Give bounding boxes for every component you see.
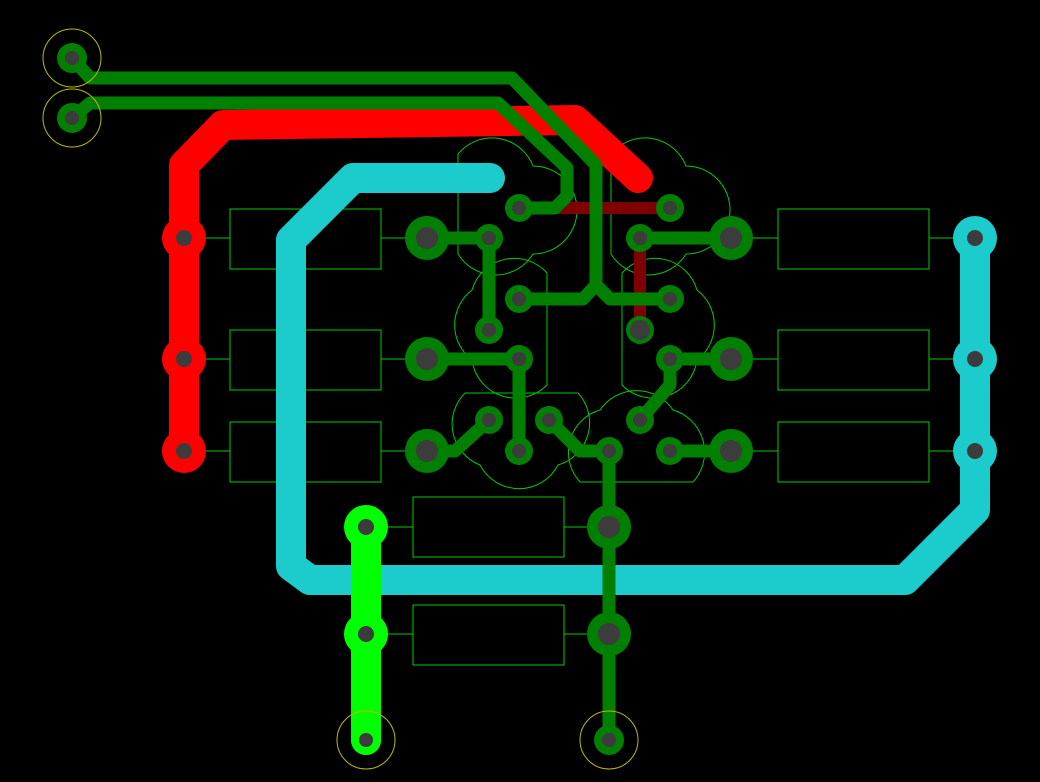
drill-hole: [65, 111, 79, 125]
transistor-q2-outline: [610, 137, 731, 276]
drill-hole: [482, 323, 496, 337]
drill-hole: [598, 623, 620, 645]
drill-hole: [176, 443, 192, 459]
drill-hole: [512, 444, 526, 458]
drill-hole: [358, 626, 374, 642]
drill-hole: [598, 516, 620, 538]
drill-hole: [176, 351, 192, 367]
ground-trace: [276, 163, 990, 595]
drill-hole: [542, 413, 556, 427]
signal-trace-10: [542, 413, 616, 747]
connector-3-ring: [336, 710, 396, 770]
transistor-q5-outline: [451, 392, 591, 490]
drill-hole: [512, 352, 526, 366]
power-trace: [169, 105, 653, 466]
drill-hole: [633, 413, 647, 427]
drill-hole: [663, 201, 677, 215]
ground-net: [276, 163, 990, 595]
drill-hole: [416, 440, 438, 462]
drill-hole: [482, 231, 496, 245]
drill-hole: [967, 351, 983, 367]
drill-hole: [512, 201, 526, 215]
drill-hole: [633, 231, 647, 245]
power-net: [169, 105, 653, 466]
drill-hole: [720, 227, 742, 249]
signal-trace-mid: [512, 278, 603, 306]
drill-hole: [482, 413, 496, 427]
drill-hole: [416, 348, 438, 370]
drill-hole: [720, 440, 742, 462]
transistor-q3-outline: [454, 257, 548, 399]
drill-holes: [65, 51, 983, 747]
drill-hole: [720, 348, 742, 370]
signal-net: [65, 51, 738, 747]
drill-hole: [416, 227, 438, 249]
drill-hole: [663, 352, 677, 366]
drill-hole: [359, 733, 373, 747]
drill-hole: [967, 443, 983, 459]
connector-2-ring: [42, 88, 102, 148]
drill-hole: [663, 444, 677, 458]
drill-hole: [630, 320, 650, 340]
signal-trace-top-1: [65, 51, 677, 306]
drill-hole: [358, 519, 374, 535]
signal-trace-top-2: [65, 96, 574, 215]
drill-hole: [65, 51, 79, 65]
drill-hole: [512, 292, 526, 306]
drill-hole: [176, 230, 192, 246]
connector-4-ring: [579, 710, 639, 770]
connector-1-ring: [42, 28, 102, 88]
drill-hole: [663, 292, 677, 306]
drill-hole: [967, 230, 983, 246]
drill-hole: [602, 444, 616, 458]
drill-hole: [602, 733, 616, 747]
